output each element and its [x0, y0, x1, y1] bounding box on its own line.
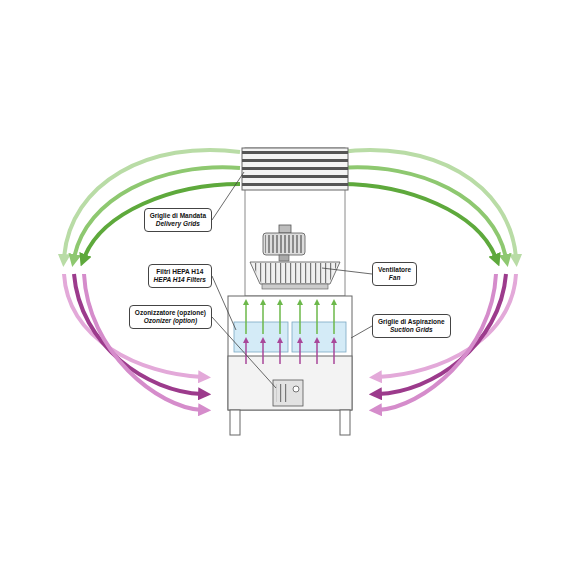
clean-air-arrow: [245, 302, 247, 334]
ozonizer-vents: [276, 384, 290, 402]
callout-box: Ozonizzatore (opzione)Ozonizer (option): [129, 305, 212, 329]
clean-air-arrow: [279, 302, 281, 334]
callout-box: Griglie di AspirazioneSuction Grids: [372, 314, 451, 338]
airflow-arcs: [64, 150, 240, 410]
airflow-arcs-mirror: [340, 150, 516, 410]
callout-label: Griglie di Aspirazione: [378, 318, 445, 326]
fan-blades: [252, 263, 338, 283]
callout-label: HEPA H14 Filters: [154, 276, 206, 284]
leader-line: [212, 172, 244, 220]
callout-label: Griglie di Mandata: [150, 212, 206, 220]
dirty-air-arrow: [245, 340, 247, 364]
motor-fins: [265, 235, 303, 253]
clean-air-arrow: [262, 302, 264, 334]
callout-label: Fan: [378, 274, 411, 282]
leader-lines: [212, 172, 372, 388]
callout-label: Suction Grids: [378, 326, 445, 334]
leader-line: [212, 317, 276, 388]
clean-air-arrow: [299, 302, 301, 334]
unit-leg: [340, 410, 350, 435]
dirty-air-arrow: [333, 340, 335, 364]
intake-arrow: [74, 274, 202, 394]
leader-line: [212, 276, 236, 330]
callout-label: Delivery Grids: [150, 220, 206, 228]
internal-flow: [246, 302, 334, 364]
motor-shaft: [279, 255, 289, 261]
outflow-arrow: [64, 150, 240, 258]
leader-line: [322, 268, 372, 274]
callout-box: VentilatoreFan: [372, 262, 417, 286]
grid-slats: [242, 151, 348, 186]
outflow-arrow: [74, 167, 240, 258]
grid-slat: [242, 175, 348, 178]
fan-impeller: [250, 262, 340, 284]
delivery-grid: [242, 148, 348, 190]
callout-label: Ozonizzatore (opzione): [135, 309, 206, 317]
grid-slat: [242, 159, 348, 162]
grid-slat: [242, 151, 348, 154]
callout-label: Ventilatore: [378, 266, 411, 274]
callout-box: Griglie di MandataDelivery Grids: [144, 208, 212, 232]
grid-slat: [242, 183, 348, 186]
intake-arrow: [84, 274, 202, 410]
callout-label: Filtri HEPA H14: [154, 268, 206, 276]
motor-terminal: [279, 225, 291, 233]
clean-air-arrow: [316, 302, 318, 334]
dirty-air-arrow: [279, 340, 281, 364]
unit-leg: [230, 410, 240, 435]
fan-inlet: [262, 284, 328, 289]
ozonizer: [273, 380, 303, 406]
ozonizer-dial: [293, 386, 299, 392]
callout-box: Filtri HEPA H14HEPA H14 Filters: [148, 264, 212, 288]
dirty-air-arrow: [262, 340, 264, 364]
fan-motor: [263, 233, 305, 255]
grid-slat: [242, 167, 348, 170]
leader-line: [351, 326, 372, 338]
outflow-arrow: [84, 184, 240, 258]
clean-air-arrow: [333, 302, 335, 334]
callout-label: Ozonizer (option): [135, 317, 206, 325]
suction-section: [228, 356, 352, 410]
dirty-air-arrow: [299, 340, 301, 364]
unit-body: [228, 296, 352, 410]
dirty-air-arrow: [316, 340, 318, 364]
